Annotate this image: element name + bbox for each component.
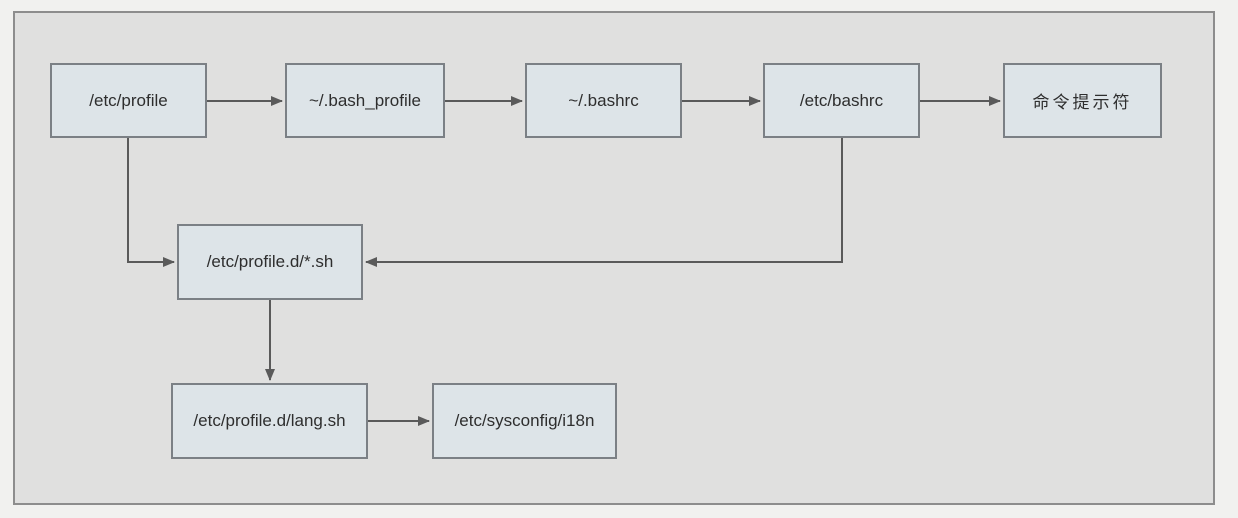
node-profile-d: /etc/profile.d/*.sh — [177, 224, 363, 300]
node-etc-bashrc: /etc/bashrc — [763, 63, 920, 138]
node-bashrc: ~/.bashrc — [525, 63, 682, 138]
node-sysconfig-i18n-label: /etc/sysconfig/i18n — [454, 411, 595, 430]
node-etc-profile: /etc/profile — [50, 63, 207, 138]
node-bashrc-label: ~/.bashrc — [568, 90, 639, 110]
node-etc-bashrc-label: /etc/bashrc — [799, 90, 884, 110]
node-command-prompt: 命令提示符 — [1003, 63, 1162, 138]
node-bash-profile: ~/.bash_profile — [285, 63, 445, 138]
node-lang-sh: /etc/profile.d/lang.sh — [171, 383, 368, 459]
node-profile-d-label: /etc/profile.d/*.sh — [206, 252, 334, 271]
node-command-prompt-label: 命令提示符 — [1032, 93, 1133, 112]
node-sysconfig-i18n: /etc/sysconfig/i18n — [432, 383, 617, 459]
node-lang-sh-label: /etc/profile.d/lang.sh — [193, 411, 346, 430]
node-etc-profile-label: /etc/profile — [89, 90, 168, 110]
node-bash-profile-label: ~/.bash_profile — [309, 90, 421, 110]
